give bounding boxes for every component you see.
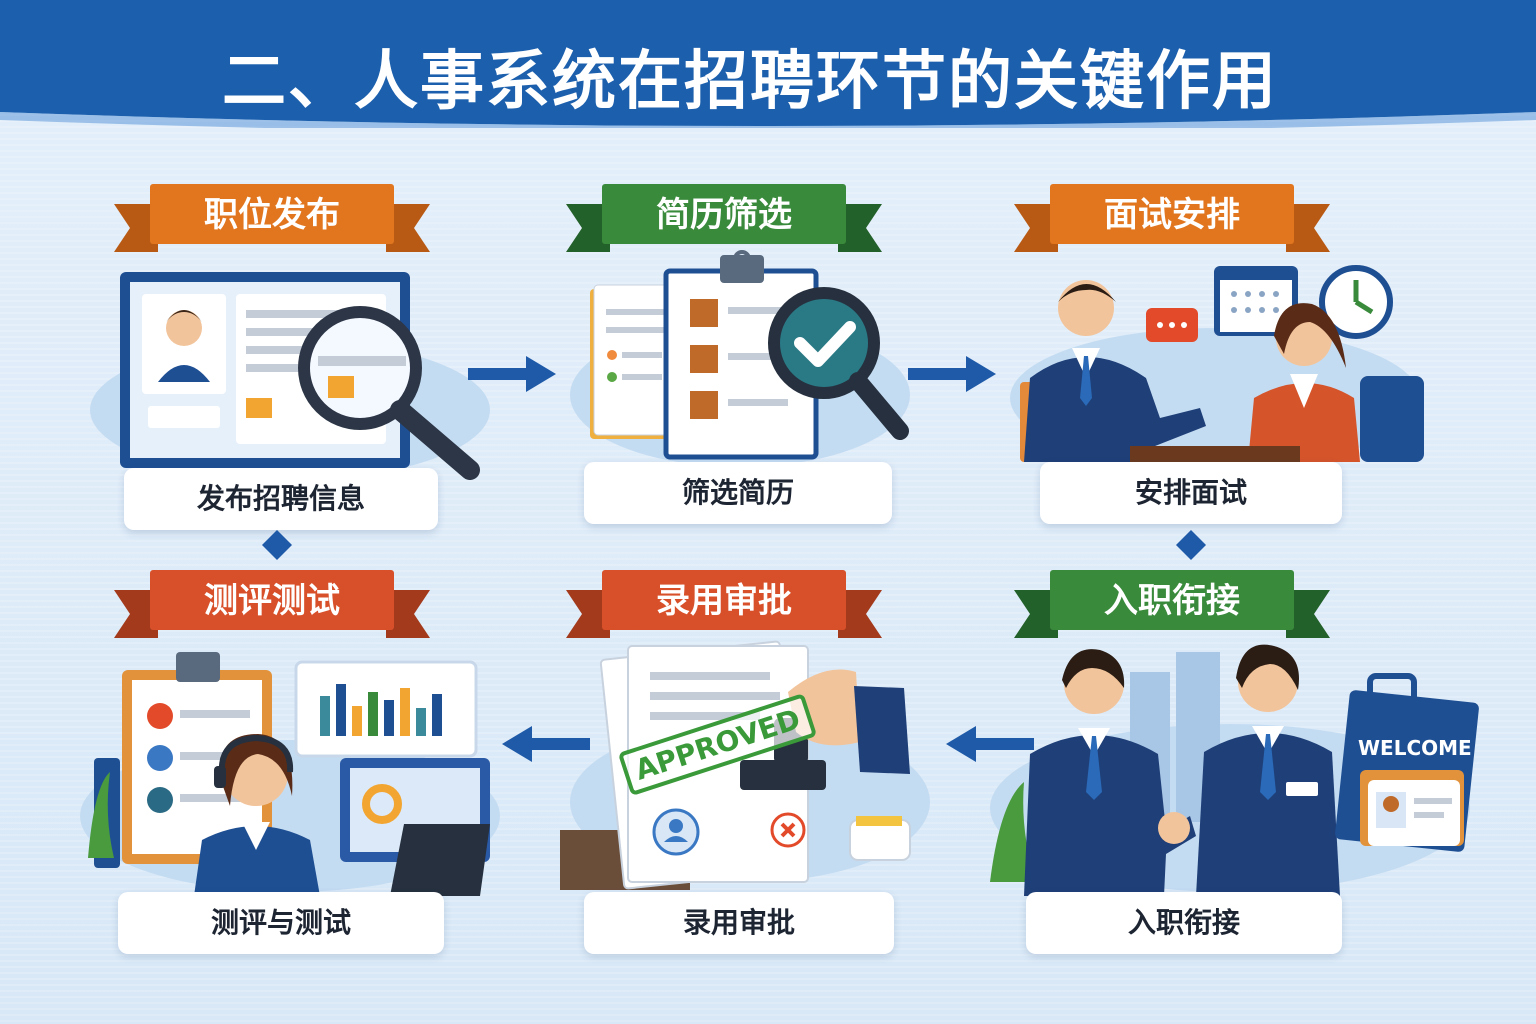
step-3-caption: 安排面试 xyxy=(1040,462,1342,524)
step-2-caption: 筛选简历 xyxy=(584,462,892,524)
diamond-connector xyxy=(262,530,292,560)
step-2-title: 简历筛选 xyxy=(656,195,792,235)
step-1-title: 职位发布 xyxy=(204,195,340,235)
step-5-caption: 录用审批 xyxy=(584,892,894,954)
step-6-banner: 入职衔接 xyxy=(1014,566,1330,646)
resume-screening-illustration xyxy=(560,245,920,475)
arrow-left xyxy=(500,724,590,764)
page-title: 二、人事系统在招聘环节的关键作用 xyxy=(222,45,1278,119)
assessment-illustration xyxy=(70,646,510,896)
step-5-banner: 录用审批 xyxy=(566,566,882,646)
arrow-right xyxy=(908,354,998,394)
arrow-left xyxy=(944,724,1034,764)
job-posting-illustration xyxy=(70,260,500,480)
step-1-banner: 职位发布 xyxy=(114,180,430,260)
interview-scheduling-illustration xyxy=(1000,258,1430,468)
header-bar: 二、人事系统在招聘环节的关键作用 xyxy=(0,0,1536,128)
hiring-approval-illustration: APPROVED xyxy=(560,632,940,894)
diamond-connector xyxy=(1176,530,1206,560)
step-6-title: 入职衔接 xyxy=(1104,581,1240,621)
step-3-banner: 面试安排 xyxy=(1014,180,1330,260)
step-2-banner: 简历筛选 xyxy=(566,180,882,260)
welcome-sign: WELCOME xyxy=(1358,736,1472,760)
step-3-title: 面试安排 xyxy=(1104,195,1240,235)
step-4-caption: 测评与测试 xyxy=(118,892,444,954)
step-1-caption: 发布招聘信息 xyxy=(124,468,438,530)
step-5-title: 录用审批 xyxy=(656,581,792,621)
step-6-caption: 入职衔接 xyxy=(1026,892,1342,954)
step-4-title: 测评测试 xyxy=(204,581,340,621)
onboarding-illustration: WELCOME xyxy=(980,632,1480,896)
arrow-right xyxy=(468,354,558,394)
step-4-banner: 测评测试 xyxy=(114,566,430,646)
